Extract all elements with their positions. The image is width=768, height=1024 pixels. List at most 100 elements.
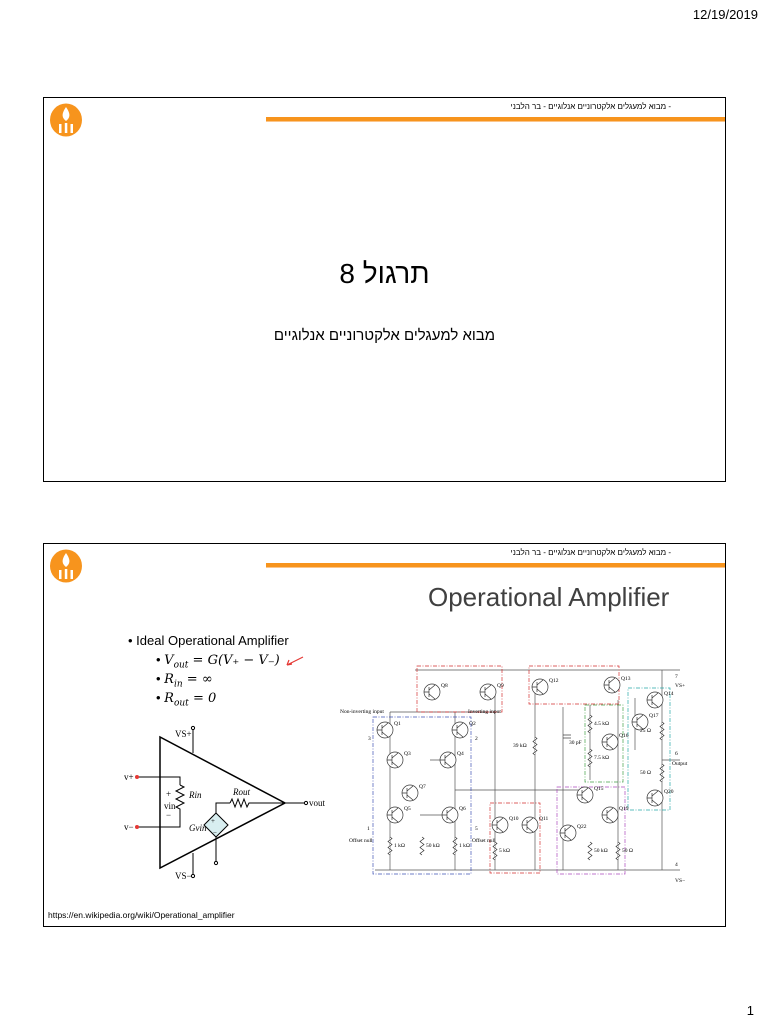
svg-text:Q1: Q1 bbox=[394, 721, 401, 727]
transistor-q17: Q17 bbox=[631, 713, 659, 731]
transistor-q6: Q6 bbox=[441, 806, 466, 824]
svg-text:50 kΩ: 50 kΩ bbox=[426, 843, 440, 849]
label-offset-null-left: Offset null bbox=[349, 837, 373, 844]
slide-title: Operational Amplifier bbox=[428, 582, 670, 612]
label-vs-plus: VS+ bbox=[675, 683, 685, 689]
transistor-q13: Q13 bbox=[603, 676, 631, 694]
label-inverting-input: Inverting input bbox=[468, 709, 501, 715]
label-vs-minus: VS− bbox=[675, 878, 685, 884]
svg-text:Q5: Q5 bbox=[404, 806, 411, 812]
label-rin: Rin bbox=[188, 790, 202, 800]
svg-text:3: 3 bbox=[368, 736, 371, 742]
transistor-q3: Q3 bbox=[386, 751, 411, 769]
svg-text:Q7: Q7 bbox=[419, 784, 426, 790]
label-v-plus: v+ bbox=[124, 772, 134, 782]
page-number: 1 bbox=[746, 1003, 754, 1018]
svg-text:Q2: Q2 bbox=[469, 721, 476, 727]
svg-text:Q12: Q12 bbox=[549, 678, 559, 684]
header-text: - מבוא למעגלים אלקטרוניים אנלוגיים - בר … bbox=[510, 548, 671, 557]
svg-text:50 Ω: 50 Ω bbox=[622, 848, 633, 854]
opamp-triangle bbox=[159, 735, 287, 870]
slide-subtitle: מבוא למעגלים אלקטרוניים אנלוגיים bbox=[273, 327, 496, 344]
transistor-q5: Q5 bbox=[386, 806, 411, 824]
label-rout: Rout bbox=[232, 787, 250, 797]
svg-text:Q20: Q20 bbox=[664, 789, 674, 795]
bullet-text: Ideal Operational Amplifier bbox=[136, 633, 289, 648]
rout-resistor bbox=[229, 797, 287, 809]
transistor-q20: Q20 bbox=[646, 789, 674, 807]
transistor-q8: Q8 bbox=[423, 683, 448, 701]
svg-text:−: − bbox=[213, 829, 217, 837]
label-v-minus: v− bbox=[124, 822, 134, 832]
svg-text:Q15: Q15 bbox=[594, 786, 604, 792]
resistor: 50 kΩ bbox=[419, 836, 440, 856]
svg-text:Q6: Q6 bbox=[459, 806, 466, 812]
university-logo-icon bbox=[50, 549, 82, 583]
resistor: 5 kΩ bbox=[492, 841, 510, 861]
svg-text:Q3: Q3 bbox=[404, 751, 411, 757]
svg-text:39 kΩ: 39 kΩ bbox=[513, 743, 527, 749]
transistor-q10: Q10 bbox=[491, 816, 519, 834]
transistor-q1: Q1 bbox=[376, 721, 401, 739]
header-rule bbox=[266, 563, 725, 568]
label-offset-null-right: Offset null bbox=[472, 837, 496, 844]
sub-bullet-rin: • Rin = ∞ bbox=[156, 671, 213, 690]
svg-text:+: + bbox=[166, 789, 171, 799]
transistor-q11: Q11 bbox=[521, 816, 549, 834]
resistor: 39 kΩ bbox=[513, 736, 538, 756]
resistor: 4.5 kΩ bbox=[587, 714, 609, 734]
university-logo-icon bbox=[50, 103, 82, 137]
opamp-model-diagram: VS+ VS− v+ v− + vin − Rin Rout Gvin + − … bbox=[124, 725, 326, 881]
label-output: Output bbox=[672, 761, 688, 767]
label-gain: Gvin bbox=[189, 823, 207, 833]
svg-text:1 kΩ: 1 kΩ bbox=[394, 843, 405, 849]
svg-text:7: 7 bbox=[675, 674, 678, 680]
svg-text:4: 4 bbox=[675, 862, 678, 868]
label-vout: vout bbox=[309, 798, 326, 808]
svg-text:Q8: Q8 bbox=[441, 683, 448, 689]
sub-bullet-rout: • Rout = 0 bbox=[156, 690, 217, 709]
transistor-q14: Q14 bbox=[646, 691, 674, 709]
svg-text:7.5 kΩ: 7.5 kΩ bbox=[594, 755, 609, 761]
transistor-q7: Q7 bbox=[401, 784, 426, 802]
svg-text:Q22: Q22 bbox=[577, 824, 587, 830]
header-text: - מבוא למעגלים אלקטרוניים אנלוגיים - בר … bbox=[510, 102, 671, 111]
rin-resistor bbox=[174, 784, 186, 813]
svg-text:Q11: Q11 bbox=[539, 816, 549, 822]
svg-text:5: 5 bbox=[475, 826, 478, 832]
transistor-q19: Q19 bbox=[601, 806, 629, 824]
transistor-q16: Q16 bbox=[601, 733, 629, 751]
svg-text:1 kΩ: 1 kΩ bbox=[459, 843, 470, 849]
svg-text:+: + bbox=[211, 817, 215, 825]
svg-text:25 Ω: 25 Ω bbox=[640, 728, 651, 734]
label-vin: vin bbox=[164, 801, 176, 811]
transistor-q2: Q2 bbox=[451, 721, 476, 739]
source-url: https://en.wikipedia.org/wiki/Operationa… bbox=[48, 910, 235, 920]
svg-text:Q19: Q19 bbox=[619, 806, 629, 812]
svg-text:50 kΩ: 50 kΩ bbox=[594, 848, 608, 854]
bullet-ideal-opamp: • Ideal Operational Amplifier bbox=[128, 633, 289, 648]
print-date: 12/19/2019 bbox=[692, 7, 758, 22]
transistor-q15: Q15 bbox=[576, 786, 604, 804]
svg-text:4.5 kΩ: 4.5 kΩ bbox=[594, 721, 609, 727]
transistor-q9: Q9 bbox=[479, 683, 504, 701]
resistor: 50 Ω bbox=[615, 841, 633, 861]
svg-text:5 kΩ: 5 kΩ bbox=[499, 848, 510, 854]
svg-text:6: 6 bbox=[675, 751, 678, 757]
svg-text:50 Ω: 50 Ω bbox=[640, 770, 651, 776]
v-minus-terminal bbox=[135, 825, 139, 829]
transistor-q22: Q22 bbox=[559, 824, 587, 842]
label-non-inverting-input: Non-inverting input bbox=[340, 709, 384, 715]
slide-1: - מבוא למעגלים אלקטרוניים אנלוגיים - בר … bbox=[43, 97, 726, 482]
resistor: 50 Ω bbox=[640, 763, 665, 783]
header-rule bbox=[266, 117, 725, 122]
svg-text:Q17: Q17 bbox=[649, 713, 659, 719]
sub-bullet-vout: • Vout = G(V₊ − V₋) bbox=[156, 652, 305, 671]
label-vs-plus: VS+ bbox=[175, 729, 192, 739]
annotation-arrow-icon bbox=[286, 656, 304, 666]
resistor: 25 Ω bbox=[640, 721, 665, 741]
resistor: 50 kΩ bbox=[587, 841, 608, 861]
svg-text:1: 1 bbox=[367, 826, 370, 832]
svg-text:Q9: Q9 bbox=[497, 683, 504, 689]
